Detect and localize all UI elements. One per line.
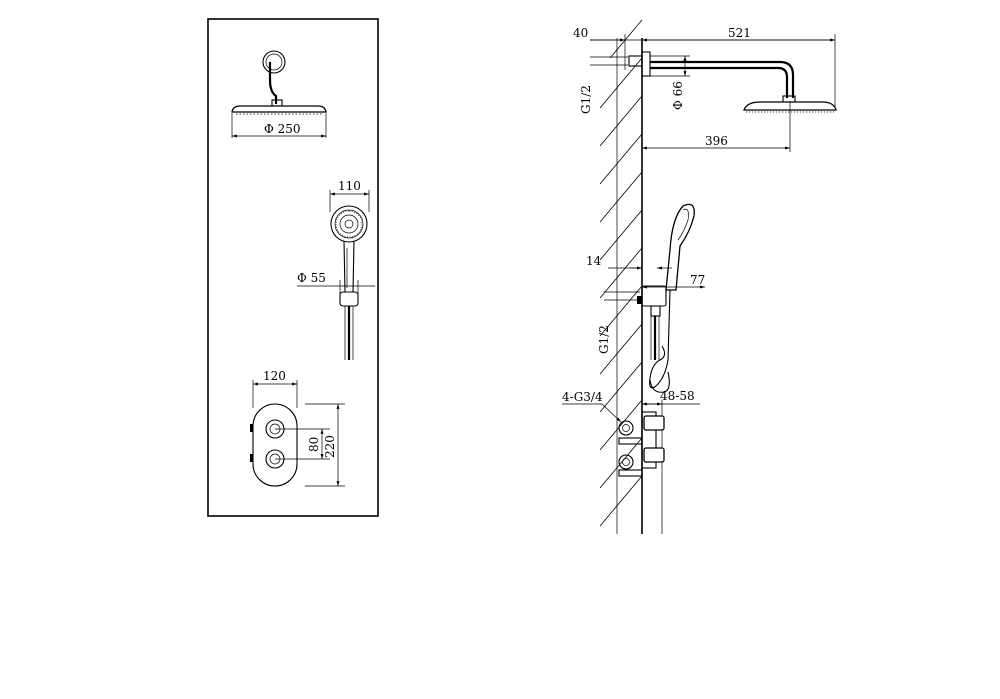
panel-height-label: 220 [323,435,337,458]
knob-spacing-label: 80 [307,437,321,452]
overhead-shower-front: Φ 250 [231,50,327,138]
inlet-mid-label: G1/2 [597,325,611,354]
side-view: 40 521 Φ 66 G1/2 396 [562,19,837,534]
holder-projection-label: 77 [690,273,705,287]
hand-shower-front: 110 Φ 55 [297,179,375,360]
bracket-depth-label: 14 [586,254,602,268]
install-depth-label: 48-58 [660,389,695,403]
hand-shower-side: 14 77 G1/2 [586,203,705,393]
head-diameter-label: Φ 250 [264,122,301,136]
mixer-panel-front: 120 80 220 [250,369,345,487]
handle-diameter-label: Φ 55 [297,271,326,285]
valve-ports-label: 4-G3/4 [562,390,603,404]
handshower-width-label: 110 [338,179,361,193]
panel-width-label: 120 [263,369,286,383]
front-view-frame [207,18,379,517]
flange-diameter-label: Φ 66 [671,81,685,110]
concealed-valve-side: 4-G3/4 48-58 [562,389,700,477]
arm-reach-label: 521 [728,26,751,40]
front-view: Φ 250 110 Φ 55 [207,18,379,517]
head-center-label: 396 [705,134,728,148]
shower-arm-side: Φ 66 G1/2 396 [579,51,837,152]
wall-offset-label: 40 [573,26,588,40]
inlet-top-label: G1/2 [579,85,593,114]
